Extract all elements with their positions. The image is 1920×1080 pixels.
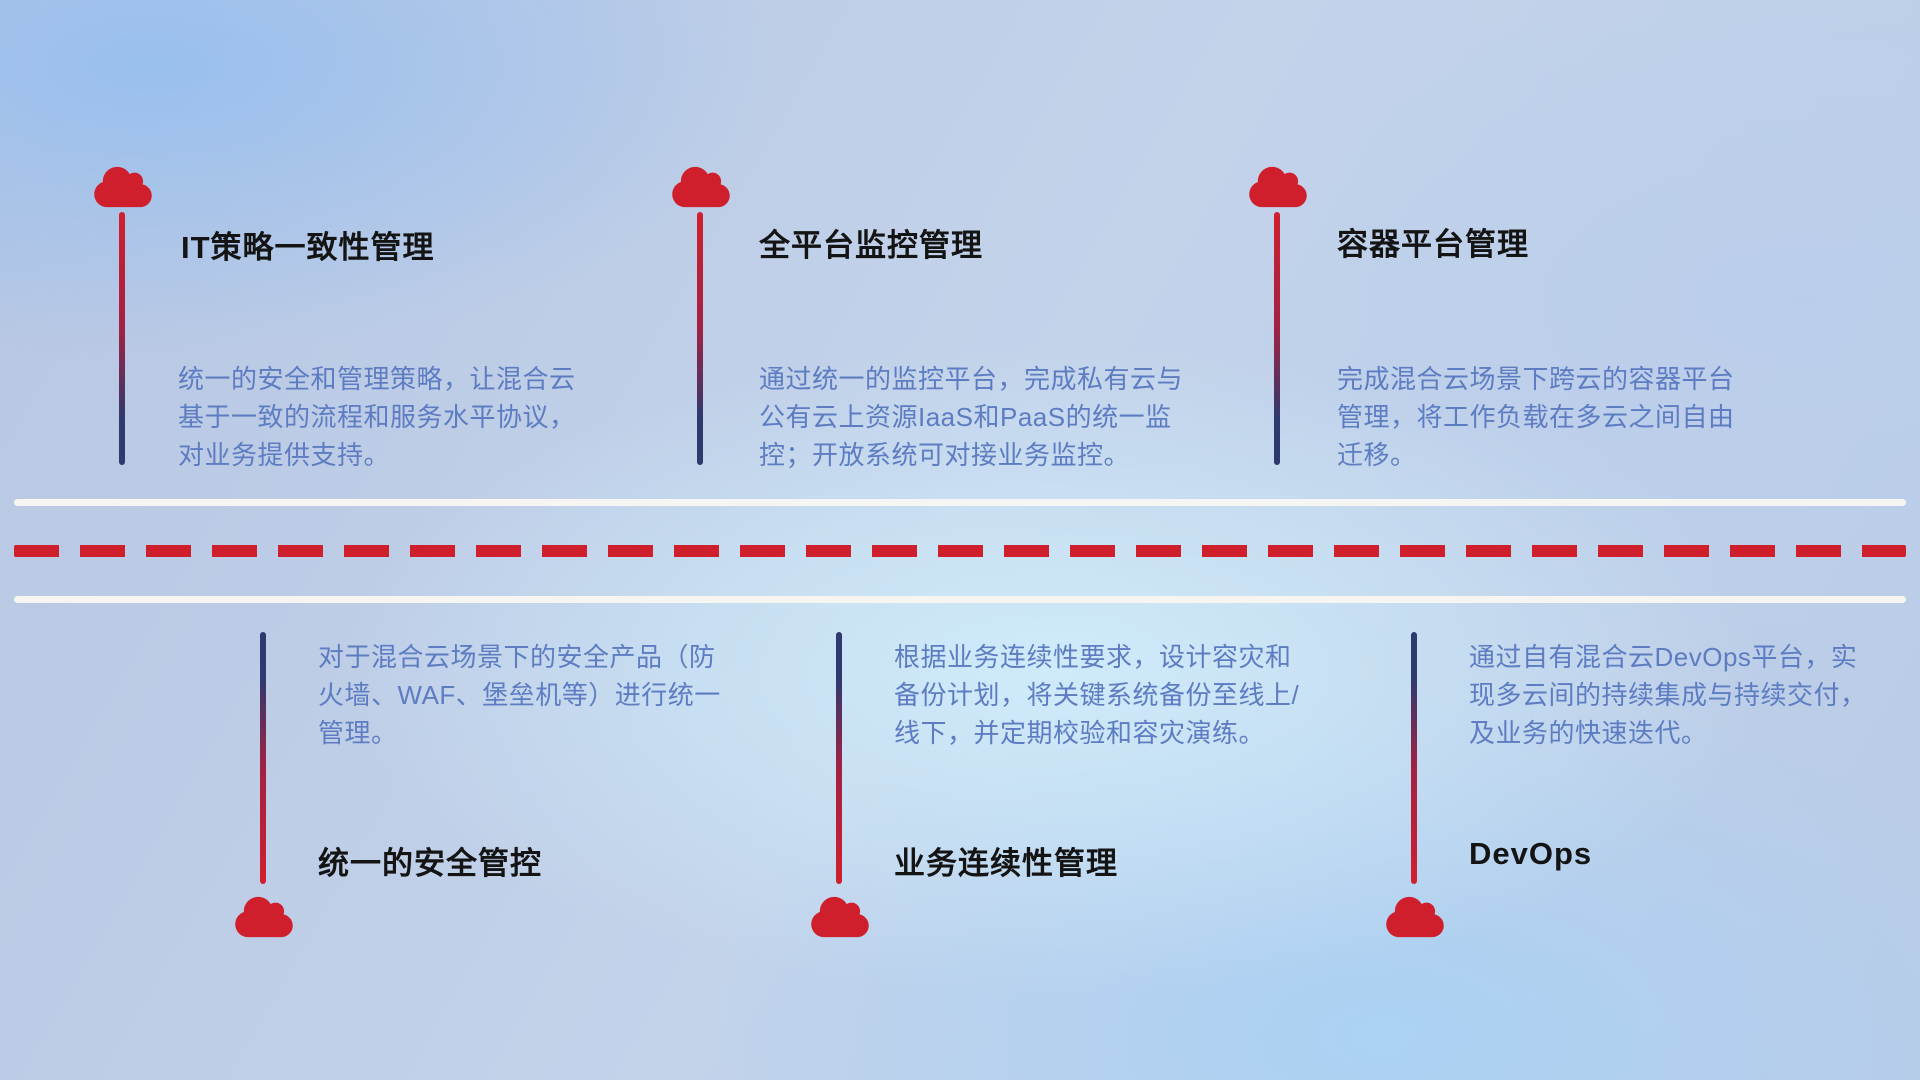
cloud-icon <box>94 166 152 208</box>
road-line-top <box>14 499 1906 506</box>
item-title: 容器平台管理 <box>1337 227 1529 262</box>
item-description: 根据业务连续性要求，设计容灾和备份计划，将关键系统备份至线上/线下，并定期校验和… <box>894 642 1300 748</box>
road-line-bottom <box>14 596 1906 603</box>
item-description: 通过自有混合云DevOps平台，实现多云间的持续集成与持续交付，及业务的快速迭代… <box>1469 642 1867 748</box>
item-title: 全平台监控管理 <box>759 228 983 263</box>
item-title: 统一的安全管控 <box>318 846 542 881</box>
road-dashed-centerline <box>14 545 1906 557</box>
cloud-icon <box>811 896 869 938</box>
item-description: 通过统一的监控平台，完成私有云与公有云上资源IaaS和PaaS的统一监控；开放系… <box>759 364 1184 470</box>
timeline-connector <box>260 632 266 884</box>
timeline-connector <box>697 212 703 465</box>
item-title: DevOps <box>1469 836 1593 871</box>
timeline-connector <box>119 212 125 465</box>
item-description: 统一的安全和管理策略，让混合云基于一致的流程和服务水平协议，对业务提供支持。 <box>178 364 576 470</box>
cloud-icon <box>1249 166 1307 208</box>
item-description: 完成混合云场景下跨云的容器平台管理，将工作负载在多云之间自由迁移。 <box>1337 364 1735 470</box>
cloud-icon <box>672 166 730 208</box>
item-title: IT策略一致性管理 <box>181 230 435 265</box>
cloud-icon <box>235 896 293 938</box>
cloud-icon <box>1386 896 1444 938</box>
timeline-connector <box>836 632 842 884</box>
item-description: 对于混合云场景下的安全产品（防火墙、WAF、堡垒机等）进行统一管理。 <box>318 642 721 748</box>
item-title: 业务连续性管理 <box>894 846 1118 881</box>
timeline-connector <box>1411 632 1417 884</box>
timeline-connector <box>1274 212 1280 465</box>
